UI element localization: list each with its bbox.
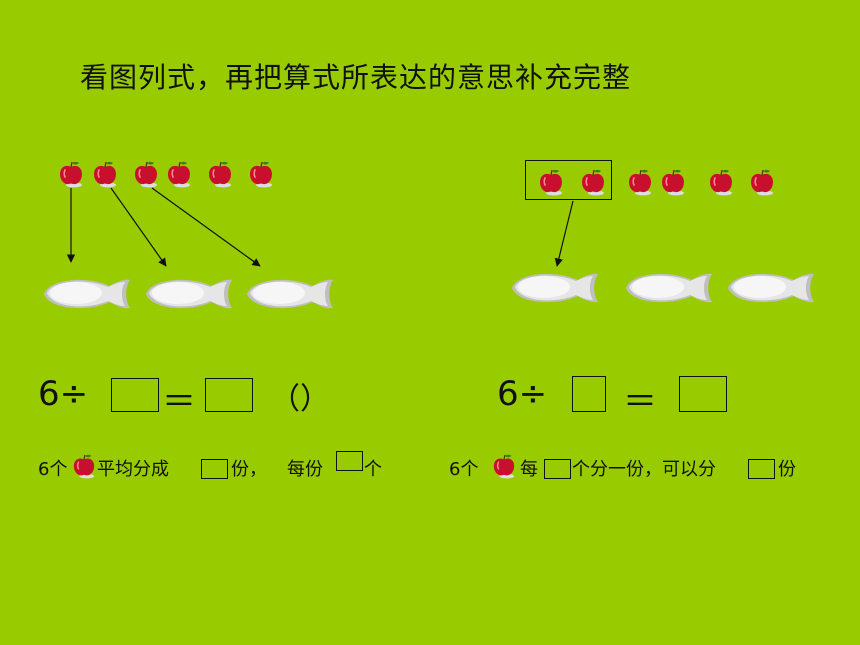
left-sentence-part2: 平均分成 xyxy=(97,459,169,480)
left-eq-number: 6 xyxy=(38,374,60,414)
right-sentence-part1: 6个 xyxy=(449,459,479,480)
plate-2 xyxy=(142,272,234,316)
apple-icon xyxy=(72,453,96,479)
apple-icon-left-4 xyxy=(166,160,192,188)
left-eq-unit-paren: （） xyxy=(270,382,330,417)
plate-3 xyxy=(243,272,335,316)
apple-icon xyxy=(492,453,516,479)
left-eq-equals: ＝ xyxy=(162,382,196,422)
right-eq-divide: ÷ xyxy=(518,374,548,414)
apple-icon-right-6 xyxy=(749,168,775,196)
plate-6 xyxy=(724,266,816,310)
apple-icon-left-1 xyxy=(58,160,84,188)
left-eq-divide: ÷ xyxy=(59,374,89,414)
right-eq-number: 6 xyxy=(497,374,519,414)
right-eq-result-box[interactable] xyxy=(679,376,727,412)
apple-icon-left-6 xyxy=(248,160,274,188)
arrow-2 xyxy=(110,187,167,267)
plate-1 xyxy=(40,272,132,316)
plate-5 xyxy=(622,266,714,310)
left-sentence-parts-box[interactable] xyxy=(201,459,228,479)
apple-icon-right-4 xyxy=(660,168,686,196)
left-sentence-part5: 个 xyxy=(364,459,382,480)
left-sentence-part1: 6个 xyxy=(38,459,68,480)
right-sentence-part2: 每 xyxy=(520,459,538,480)
apple-icon-left-3 xyxy=(133,160,159,188)
left-eq-result-box[interactable] xyxy=(205,378,253,412)
left-sentence-part4: 每份 xyxy=(287,459,323,480)
left-sentence-part3: 份， xyxy=(231,459,267,480)
left-eq-divisor-box[interactable] xyxy=(111,378,159,412)
right-eq-equals: ＝ xyxy=(623,382,657,422)
left-sentence-each-box[interactable] xyxy=(336,451,363,471)
right-sentence-part4: 份 xyxy=(778,459,796,480)
apple-icon-right-5 xyxy=(708,168,734,196)
apple-icon-left-5 xyxy=(207,160,233,188)
plate-4 xyxy=(508,266,600,310)
right-sentence-parts-box[interactable] xyxy=(748,459,775,479)
page-title: 看图列式，再把算式所表达的意思补充完整 xyxy=(80,61,632,94)
right-sentence-each-box[interactable] xyxy=(544,459,571,479)
right-sentence-part3: 个分一份，可以分 xyxy=(572,459,716,480)
apple-group-box xyxy=(525,160,612,200)
apple-icon-right-2 xyxy=(580,168,606,196)
apple-icon-right-3 xyxy=(627,168,653,196)
right-eq-divisor-box[interactable] xyxy=(572,376,606,412)
apple-icon-left-2 xyxy=(92,160,118,188)
arrow-4 xyxy=(554,200,574,267)
apple-icon-right-1 xyxy=(538,168,564,196)
arrow-3 xyxy=(151,187,261,267)
